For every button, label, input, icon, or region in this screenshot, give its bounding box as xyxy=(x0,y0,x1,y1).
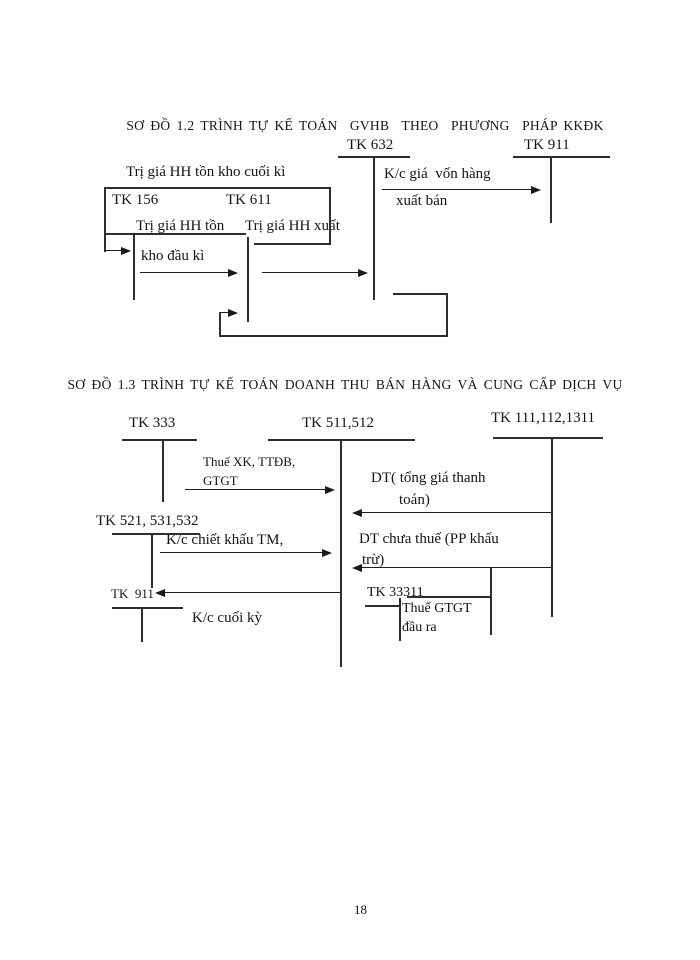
loop-top-line xyxy=(393,293,448,295)
label-thue-gtgt-line1: Thuế GTGT xyxy=(402,601,472,616)
label-tri-gia-hh-xuat: Trị giá HH xuất xyxy=(245,218,340,234)
tk911-t-bar xyxy=(513,156,610,158)
tk33311-branch-line xyxy=(490,567,492,635)
account-label-tk111-112-1311: TK 111,112,1311 xyxy=(491,410,596,426)
arrow-into-tk156 xyxy=(104,250,129,251)
account-label-tk156: TK 156 xyxy=(112,192,159,208)
label-kc-chiet-khau: K/c chiết khấu TM, xyxy=(166,532,284,548)
arrow-tk156-to-tk611 xyxy=(140,272,236,273)
diagram1-title: SƠ ĐỒ 1.2 TRÌNH TỰ KẾ TOÁN GVHB THEO PHƯ… xyxy=(126,118,604,133)
tk911-t-stem xyxy=(550,156,552,223)
tk521-t-stem xyxy=(151,533,153,588)
tk33311-strike-line xyxy=(407,596,491,598)
label-thue-gtgt-line2: đầu ra xyxy=(402,620,437,635)
label-dt-tong-line2: toán) xyxy=(399,492,430,508)
box-right-line xyxy=(329,188,331,245)
tk111-t-bar xyxy=(493,437,603,439)
account-label-tk911-d2: TK 911 xyxy=(111,586,154,601)
tk333-t-bar xyxy=(122,439,197,441)
tk33311-t-stem xyxy=(399,598,401,641)
arrow-thue-xk-to-tk511 xyxy=(185,489,333,490)
label-dt-tong-line1: DT( tổng giá thanh xyxy=(371,470,486,486)
account-label-tk911: TK 911 xyxy=(524,137,570,153)
arrow-kc-chiet-khau-to-tk511 xyxy=(160,552,330,553)
loop-right-line xyxy=(446,293,448,337)
account-label-tk511-512: TK 511,512 xyxy=(302,415,374,431)
diagram2-title: SƠ ĐỒ 1.3 TRÌNH TỰ KẾ TOÁN DOANH THU BÁN… xyxy=(67,377,623,392)
tk911-d2-t-stem xyxy=(141,607,143,642)
account-label-tk521-531-532: TK 521, 531,532 xyxy=(96,513,199,529)
tk611-t-stem xyxy=(247,237,249,322)
tk511-t-stem xyxy=(340,439,342,667)
tk521-t-bar xyxy=(112,533,200,535)
tk156-t-stem xyxy=(133,233,135,300)
arrow-kc-cuoi-ky-to-tk911 xyxy=(157,592,341,593)
arrow-tk611-to-tk632 xyxy=(262,272,366,273)
arrow-dt-chua-thue-to-tk511 xyxy=(354,567,551,568)
loop-arrow-into-tk611 xyxy=(219,312,236,313)
label-kho-dau-ki: kho đầu kì xyxy=(141,248,205,264)
label-kc-gia-von-line1: K/c giá vốn hàng xyxy=(384,166,491,182)
tk611-t-bar xyxy=(254,243,331,245)
tk911-d2-t-bar xyxy=(112,607,183,609)
arrow-tk632-to-tk911 xyxy=(382,189,539,190)
tk111-t-stem xyxy=(551,437,553,617)
box-left-line xyxy=(104,187,106,252)
tk632-t-stem xyxy=(373,156,375,300)
label-tri-gia-hh-ton: Trị giá HH tồn xyxy=(136,218,225,234)
label-kc-cuoi-ky: K/c cuối kỳ xyxy=(192,610,262,626)
page-number: 18 xyxy=(354,902,367,917)
label-dt-chua-thue-line2: trừ) xyxy=(362,552,385,568)
tk33311-t-bar xyxy=(365,605,401,607)
loop-bottom-line xyxy=(219,335,448,337)
loop-left-line xyxy=(219,312,221,337)
label-thue-xk-line2: GTGT xyxy=(203,473,238,488)
account-label-tk611: TK 611 xyxy=(226,192,272,208)
account-label-tk33311: TK 33311 xyxy=(367,585,424,600)
account-label-tk632: TK 632 xyxy=(347,137,394,153)
label-kc-gia-von-line2: xuất bán xyxy=(396,193,448,209)
arrow-dt-tong-to-tk511 xyxy=(354,512,551,513)
tk156-t-bar xyxy=(104,233,246,235)
box-top-line xyxy=(104,187,331,189)
label-thue-xk-line1: Thuế XK, TTĐB, xyxy=(203,454,296,469)
account-label-tk333: TK 333 xyxy=(129,415,176,431)
label-tri-gia-ton-kho-cuoi-ki: Trị giá HH tồn kho cuối kì xyxy=(126,164,286,180)
label-dt-chua-thue-line1: DT chưa thuế (PP khấu xyxy=(359,531,499,547)
tk333-t-stem xyxy=(162,439,164,502)
